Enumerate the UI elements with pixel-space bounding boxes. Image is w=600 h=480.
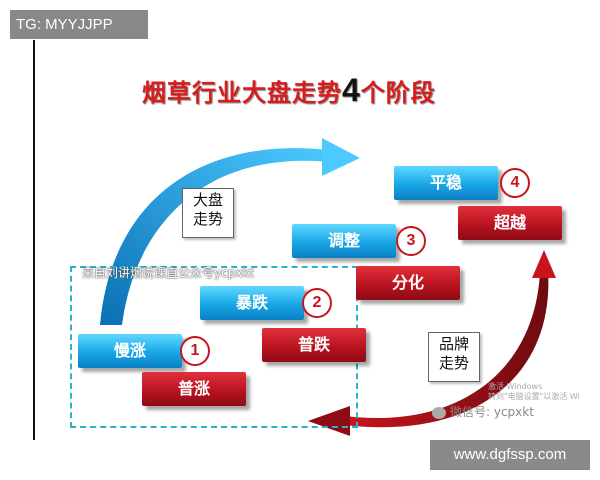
wechat-id-text: 微信号: ycpxkt [450, 405, 534, 419]
market-trend-arrowhead [322, 138, 360, 176]
left-vertical-line [33, 40, 35, 440]
brand-trend-arrowhead [308, 406, 350, 436]
windows-activation-line-2: 转到"电脑设置"以激活 Wi [488, 392, 580, 401]
wechat-icon [432, 406, 446, 419]
brand-trend-note: 品牌 走势 [428, 332, 480, 382]
watermark-tag: TG: MYYJJPP [10, 10, 148, 39]
market-trend-note-line-2: 走势 [192, 210, 223, 228]
site-url-watermark: www.dgfssp.com [430, 440, 590, 470]
market-trend-note-line-1: 大盘 [192, 191, 223, 209]
stage-number-3: 3 [396, 226, 426, 256]
stage-box-man-zhang: 慢涨 [78, 334, 182, 368]
windows-activation-line-1: 激活 Windows [488, 382, 543, 391]
windows-activation-text: 激活 Windows 转到"电脑设置"以激活 Wi [488, 382, 580, 402]
stage-number-4: 4 [500, 168, 530, 198]
brand-trend-arrow-body [345, 270, 549, 428]
title-number: 4 [342, 72, 361, 108]
brand-trend-note-line-2: 走势 [438, 354, 469, 372]
brand-trend-note-line-1: 品牌 [438, 335, 469, 353]
wechat-watermark: 微信号: ycpxkt [432, 403, 534, 420]
stage-number-1: 1 [180, 336, 210, 366]
market-trend-arrow-body [100, 148, 330, 325]
diagram-title: 烟草行业大盘走势4个阶段 [142, 72, 436, 109]
brand-trend-arrow-tip [532, 250, 556, 278]
title-text-part-2: 个阶段 [360, 79, 436, 107]
source-watermark-text: 来自刘讲烟说课直公众号ycpxkt [82, 266, 255, 280]
title-text-part-1: 烟草行业大盘走势 [142, 79, 342, 107]
stage-box-bao-die: 暴跌 [200, 286, 304, 320]
stage-box-chao-yue: 超越 [458, 206, 562, 240]
stage-box-ping-wen: 平稳 [394, 166, 498, 200]
stage-box-pu-die: 普跌 [262, 328, 366, 362]
market-trend-note: 大盘 走势 [182, 188, 234, 238]
stage-box-pu-zhang: 普涨 [142, 372, 246, 406]
stage-box-fen-hua: 分化 [356, 266, 460, 300]
stage-box-tiao-zheng: 调整 [292, 224, 396, 258]
stage-number-2: 2 [302, 288, 332, 318]
